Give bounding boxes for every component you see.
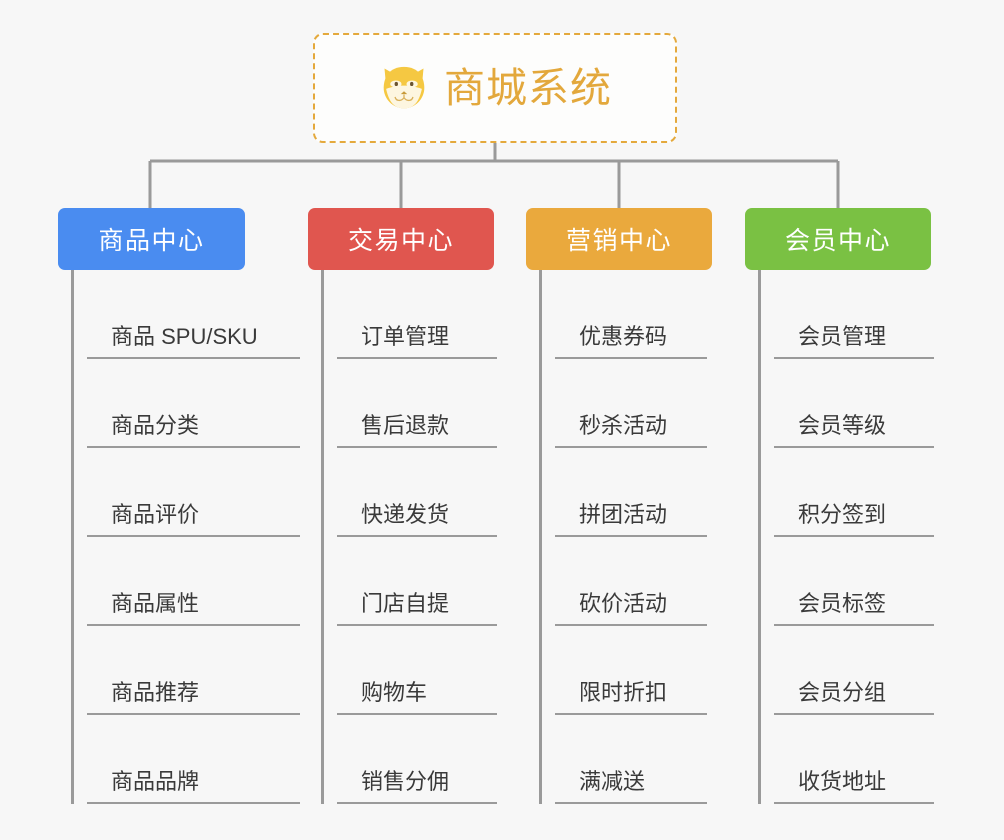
branch-header-member[interactable]: 会员中心 bbox=[745, 208, 931, 270]
list-item-label: 满减送 bbox=[579, 768, 646, 794]
list-item-label: 优惠券码 bbox=[579, 323, 668, 349]
list-item-label: 购物车 bbox=[361, 679, 428, 705]
dog-face-icon bbox=[378, 62, 430, 114]
branch-header-marketing[interactable]: 营销中心 bbox=[526, 208, 712, 270]
list-item-label: 收货地址 bbox=[798, 768, 887, 794]
branch-header-trade[interactable]: 交易中心 bbox=[308, 208, 494, 270]
list-item-label: 订单管理 bbox=[361, 323, 450, 349]
list-item-label: 拼团活动 bbox=[579, 501, 668, 527]
list-item[interactable]: 拼团活动 bbox=[555, 448, 707, 537]
list-item-label: 商品分类 bbox=[111, 412, 200, 438]
branch-header-product[interactable]: 商品中心 bbox=[58, 208, 245, 270]
list-item[interactable]: 优惠券码 bbox=[555, 270, 707, 359]
list-item[interactable]: 商品分类 bbox=[87, 359, 300, 448]
list-item-label: 门店自提 bbox=[361, 590, 450, 616]
list-item[interactable]: 商品推荐 bbox=[87, 626, 300, 715]
list-item[interactable]: 会员等级 bbox=[774, 359, 934, 448]
list-item-label: 会员分组 bbox=[798, 679, 887, 705]
list-item-label: 会员管理 bbox=[798, 323, 887, 349]
branch-items-marketing: 优惠券码 秒杀活动 拼团活动 砍价活动 限时折扣 满减送 bbox=[539, 270, 741, 804]
list-item-label: 商品评价 bbox=[111, 501, 200, 527]
list-item[interactable]: 会员标签 bbox=[774, 537, 934, 626]
branch-items-member: 会员管理 会员等级 积分签到 会员标签 会员分组 收货地址 bbox=[758, 270, 960, 804]
list-item-label: 商品 SPU/SKU bbox=[111, 323, 258, 349]
list-item[interactable]: 售后退款 bbox=[337, 359, 497, 448]
root-title: 商城系统 bbox=[444, 64, 612, 111]
list-item[interactable]: 商品属性 bbox=[87, 537, 300, 626]
list-item[interactable]: 商品品牌 bbox=[87, 715, 300, 804]
list-item[interactable]: 购物车 bbox=[337, 626, 497, 715]
list-item[interactable]: 订单管理 bbox=[337, 270, 497, 359]
list-item[interactable]: 商品评价 bbox=[87, 448, 300, 537]
list-item-label: 限时折扣 bbox=[579, 679, 668, 705]
list-item-label: 商品品牌 bbox=[111, 768, 200, 794]
list-item[interactable]: 快递发货 bbox=[337, 448, 497, 537]
list-item-label: 秒杀活动 bbox=[579, 412, 668, 438]
list-item-label: 会员等级 bbox=[798, 412, 887, 438]
list-item[interactable]: 满减送 bbox=[555, 715, 707, 804]
list-item-label: 销售分佣 bbox=[361, 768, 450, 794]
list-item[interactable]: 门店自提 bbox=[337, 537, 497, 626]
list-item[interactable]: 会员管理 bbox=[774, 270, 934, 359]
list-item-label: 商品属性 bbox=[111, 590, 200, 616]
list-item[interactable]: 会员分组 bbox=[774, 626, 934, 715]
list-item-label: 快递发货 bbox=[361, 501, 450, 527]
branch-items-product: 商品 SPU/SKU 商品分类 商品评价 商品属性 商品推荐 商品品牌 bbox=[71, 270, 300, 804]
branch-column-marketing: 营销中心 优惠券码 秒杀活动 拼团活动 砍价活动 限时折扣 满减送 bbox=[526, 208, 741, 804]
branch-column-product: 商品中心 商品 SPU/SKU 商品分类 商品评价 商品属性 商品推荐 商品品牌 bbox=[58, 208, 300, 804]
branch-items-trade: 订单管理 售后退款 快递发货 门店自提 购物车 销售分佣 bbox=[321, 270, 523, 804]
list-item[interactable]: 收货地址 bbox=[774, 715, 934, 804]
list-item[interactable]: 销售分佣 bbox=[337, 715, 497, 804]
root-node[interactable]: 商城系统 bbox=[313, 33, 677, 143]
list-item-label: 售后退款 bbox=[361, 412, 450, 438]
branch-column-member: 会员中心 会员管理 会员等级 积分签到 会员标签 会员分组 收货地址 bbox=[745, 208, 960, 804]
list-item[interactable]: 积分签到 bbox=[774, 448, 934, 537]
list-item[interactable]: 秒杀活动 bbox=[555, 359, 707, 448]
list-item-label: 积分签到 bbox=[798, 501, 887, 527]
branch-column-trade: 交易中心 订单管理 售后退款 快递发货 门店自提 购物车 销售分佣 bbox=[308, 208, 523, 804]
list-item-label: 会员标签 bbox=[798, 590, 887, 616]
list-item-label: 砍价活动 bbox=[579, 590, 668, 616]
list-item[interactable]: 商品 SPU/SKU bbox=[87, 270, 300, 359]
list-item[interactable]: 限时折扣 bbox=[555, 626, 707, 715]
list-item[interactable]: 砍价活动 bbox=[555, 537, 707, 626]
list-item-label: 商品推荐 bbox=[111, 679, 200, 705]
